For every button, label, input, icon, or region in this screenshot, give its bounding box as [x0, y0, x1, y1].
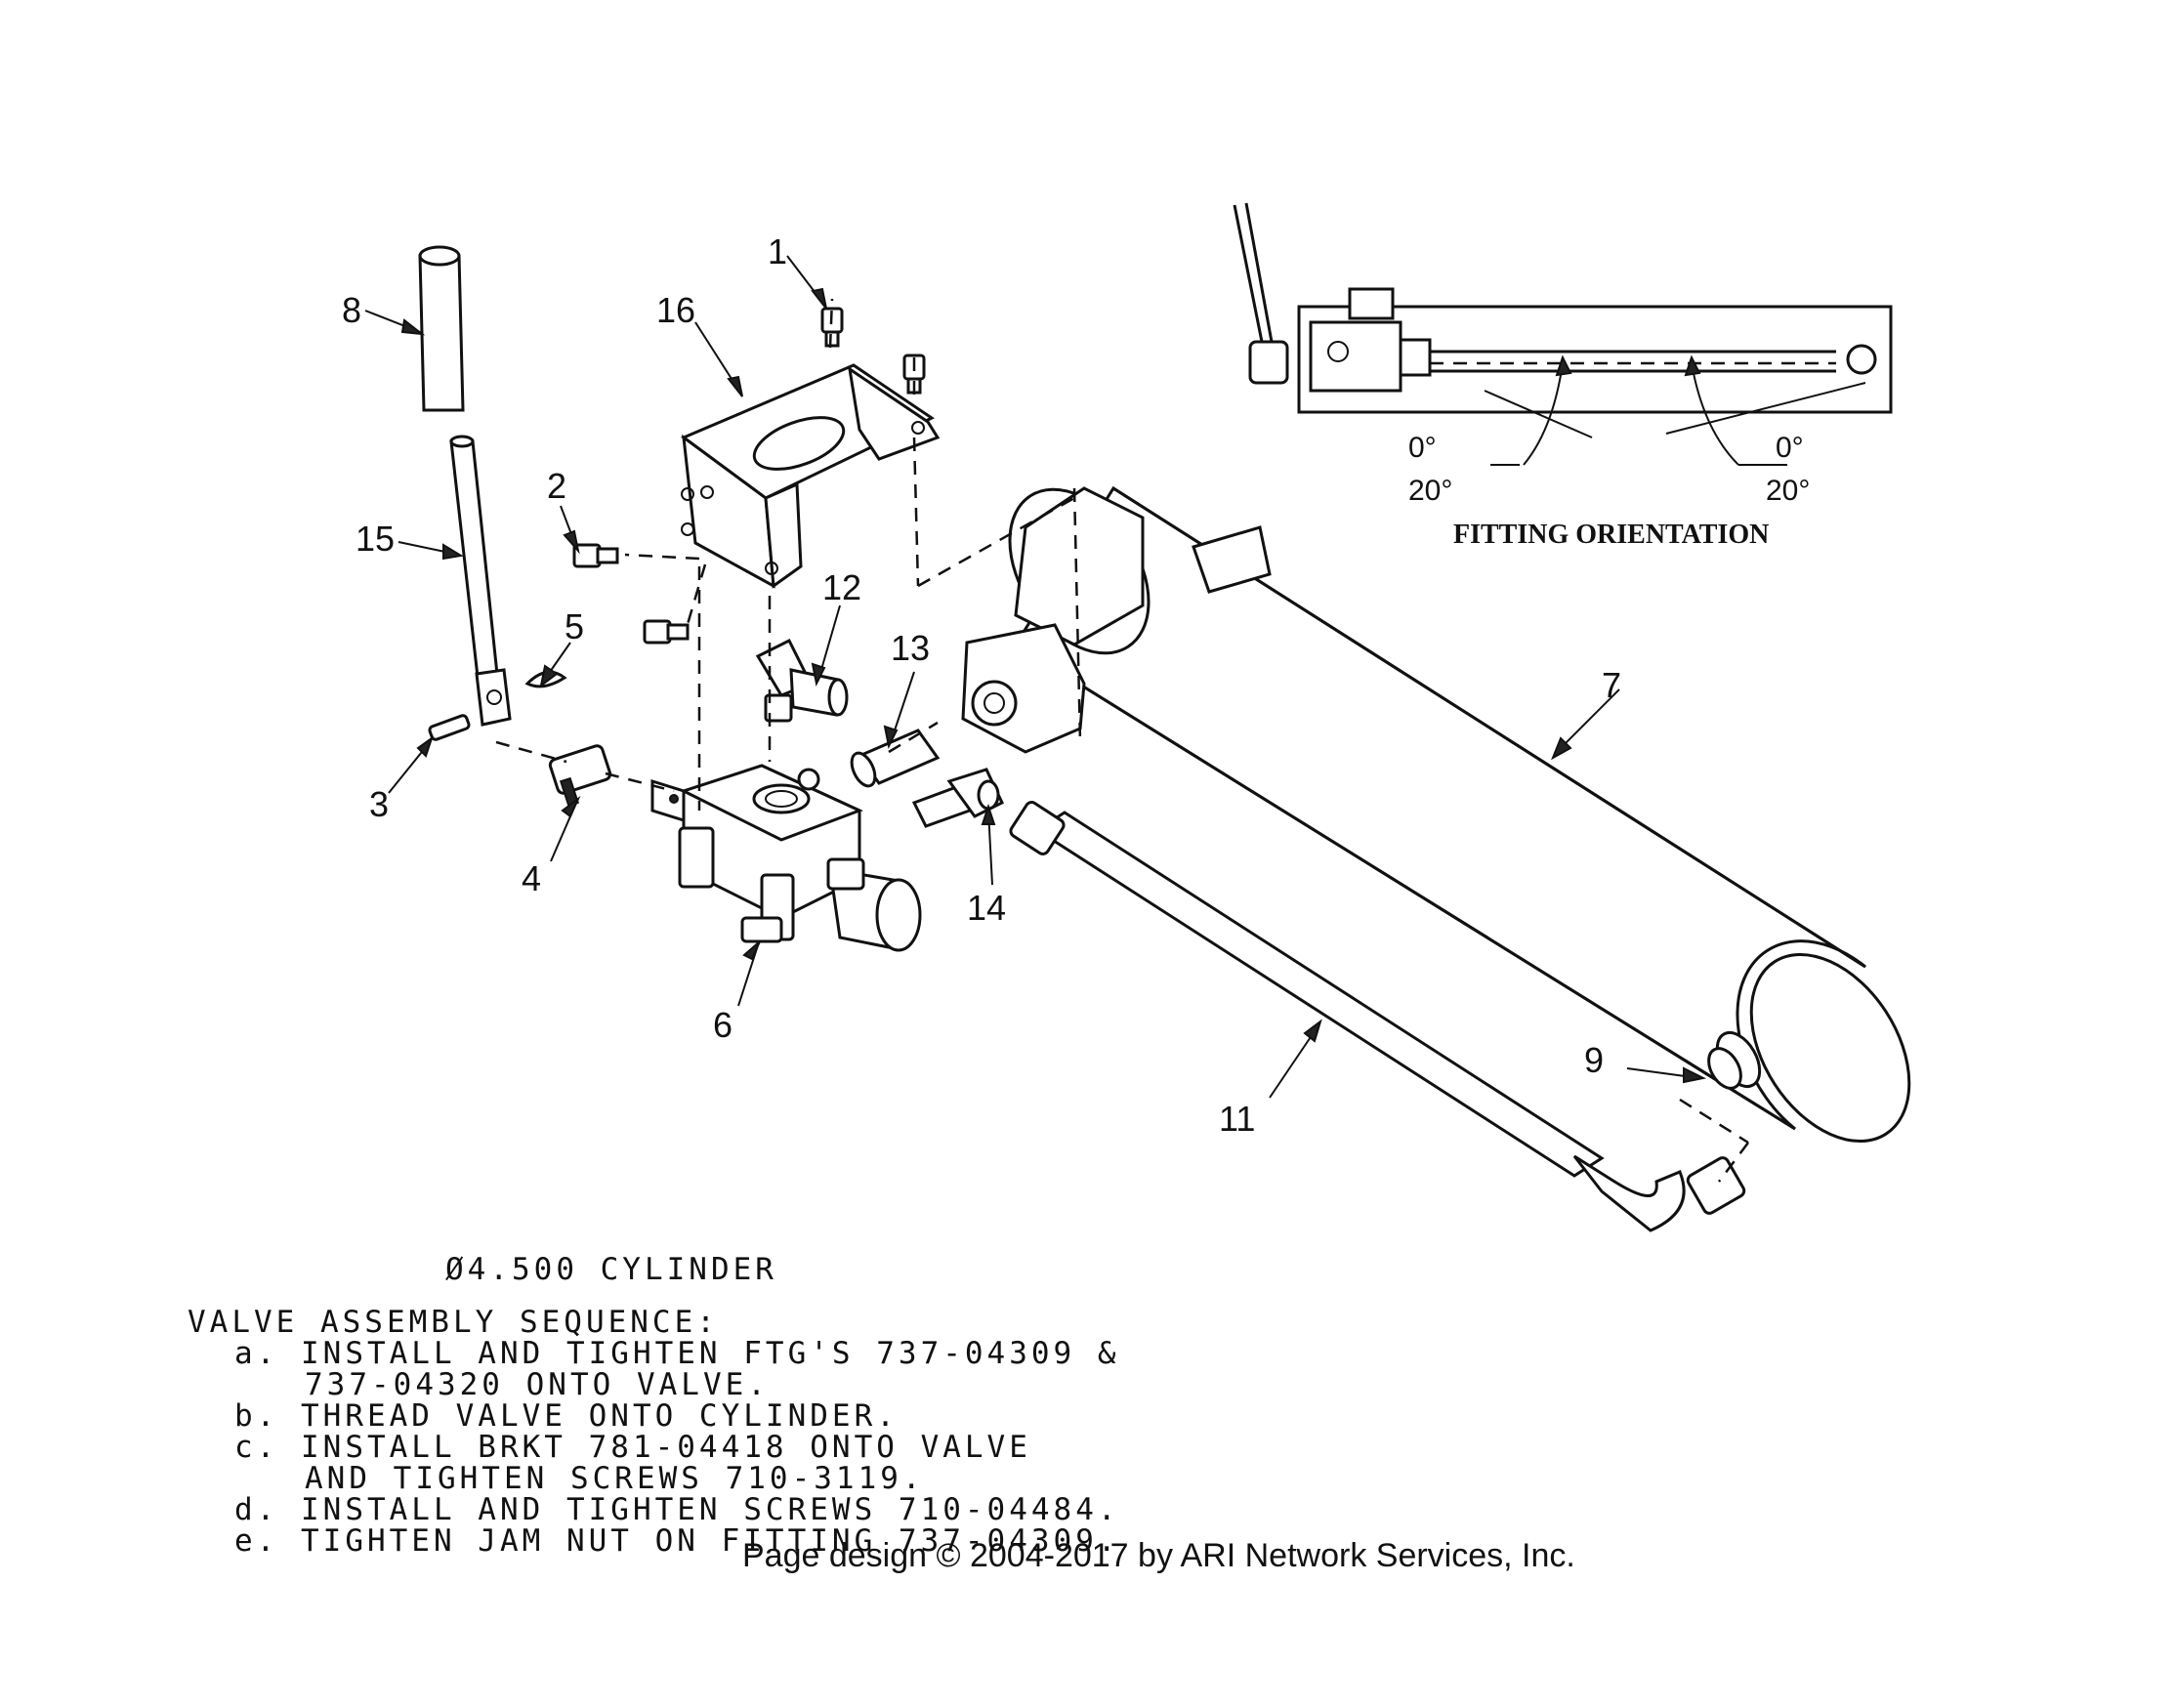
angle-left-20: 20° — [1408, 475, 1452, 507]
callout-4: 4 — [522, 858, 541, 898]
angle-right-20: 20° — [1766, 475, 1810, 507]
callout-15: 15 — [356, 519, 395, 559]
callout-2: 2 — [547, 466, 566, 506]
screw-2 — [572, 543, 619, 568]
callout-8: 8 — [342, 290, 361, 330]
elbow-fitting-14 — [911, 768, 1004, 828]
note-line-a2: 737-04320 ONTO VALVE. — [305, 1367, 770, 1402]
control-lever — [449, 435, 512, 727]
hydraulic-hose — [1009, 801, 1746, 1232]
callout-6: 6 — [713, 1005, 732, 1045]
note-line-b: b. THREAD VALVE ONTO CYLINDER. — [234, 1398, 899, 1434]
mounting-bracket — [680, 363, 941, 589]
callout-1: 1 — [768, 231, 787, 271]
assembly-notes: Ø4.500 CYLINDER VALVE ASSEMBLY SEQUENCE:… — [188, 1252, 1120, 1559]
note-line-d: d. INSTALL AND TIGHTEN SCREWS 710-04484. — [234, 1492, 1120, 1527]
copyright-footer: Page design © 2004-2017 by ARI Network S… — [742, 1537, 1575, 1574]
callout-7: 7 — [1602, 665, 1621, 705]
leader-lines — [364, 255, 1707, 1099]
cotter-pin-5 — [524, 670, 567, 688]
note-line-a1: a. INSTALL AND TIGHTEN FTG'S 737-04309 & — [234, 1336, 1120, 1371]
assembly-lines — [495, 298, 1749, 1183]
screw-2b — [643, 619, 690, 645]
clevis-pin-3 — [428, 714, 471, 741]
note-line-c2: AND TIGHTEN SCREWS 710-3119. — [305, 1461, 925, 1496]
callout-5: 5 — [565, 606, 584, 646]
pivot-clevis-4 — [548, 744, 612, 808]
callout-16: 16 — [656, 290, 695, 330]
cylinder-label: Ø4.500 CYLINDER — [445, 1252, 777, 1287]
callout-12: 12 — [822, 567, 861, 607]
fitting-orientation-inset: 0° 20° 0° 20° FITTING ORIENTATION — [1233, 202, 1893, 550]
inset-title: FITTING ORIENTATION — [1453, 520, 1769, 550]
sequence-heading: VALVE ASSEMBLY SEQUENCE: — [188, 1305, 719, 1340]
hydraulic-cylinder — [961, 485, 1911, 1144]
elbow-fitting-12 — [755, 638, 849, 723]
straight-fitting-13 — [850, 729, 941, 788]
callout-14: 14 — [967, 888, 1006, 928]
callout-labels: 1 2 3 4 5 6 7 8 9 11 12 13 14 15 16 — [342, 231, 1621, 1139]
control-valve — [650, 764, 922, 952]
callout-3: 3 — [369, 784, 389, 824]
handle-grip — [418, 245, 465, 412]
note-line-e: e. TIGHTEN JAM NUT ON FITTING 737-04309. — [234, 1523, 1120, 1559]
callout-11: 11 — [1219, 1099, 1255, 1139]
note-line-c1: c. INSTALL BRKT 781-04418 ONTO VALVE — [234, 1430, 1031, 1465]
callout-9: 9 — [1584, 1040, 1604, 1080]
angle-left-0: 0° — [1408, 432, 1437, 464]
callout-13: 13 — [891, 628, 930, 668]
angle-right-0: 0° — [1776, 432, 1804, 464]
